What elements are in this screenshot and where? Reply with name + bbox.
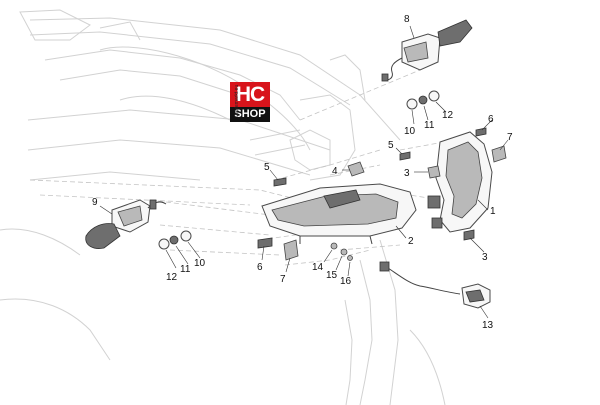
turn-indicator-left xyxy=(85,199,167,249)
callout-3-lower: 3 xyxy=(482,252,488,263)
callout-1: 1 xyxy=(490,206,496,217)
logo-side-text: Cablemarkt.eu xyxy=(234,84,240,118)
callout-5-right: 5 xyxy=(388,140,394,151)
callout-6-left: 6 xyxy=(257,262,263,273)
leader-lines xyxy=(99,25,509,319)
callout-2: 2 xyxy=(408,236,414,247)
callout-15: 15 xyxy=(326,270,338,281)
taillight-holder xyxy=(427,131,493,233)
callout-12-lower: 12 xyxy=(166,272,178,283)
callout-10-upper: 10 xyxy=(404,126,416,137)
assembly-dashed-lines xyxy=(29,69,471,266)
callout-13: 13 xyxy=(482,320,494,331)
callout-14: 14 xyxy=(312,262,324,273)
callout-3-upper: 3 xyxy=(404,168,410,179)
callout-7-right: 7 xyxy=(507,132,513,143)
callout-labels: 8 9 2 1 3 3 4 5 5 6 7 6 7 10 11 12 12 11… xyxy=(92,14,513,331)
callout-11-upper: 11 xyxy=(424,120,435,131)
callout-12-upper: 12 xyxy=(442,110,454,121)
callout-10-lower: 10 xyxy=(194,258,206,269)
taillight-lens xyxy=(261,183,417,245)
turn-indicator-upper xyxy=(381,19,473,82)
callout-4: 4 xyxy=(332,166,338,177)
callout-16: 16 xyxy=(340,276,352,287)
callout-7-left: 7 xyxy=(280,274,286,285)
callout-5-center: 5 xyxy=(264,162,270,173)
callout-9: 9 xyxy=(92,197,98,208)
callout-8: 8 xyxy=(404,14,410,25)
small-hardware xyxy=(158,90,507,261)
hc-shop-logo: HC SHOP Cablemarkt.eu xyxy=(230,82,270,122)
callout-6-right: 6 xyxy=(488,114,494,125)
logo-hc-text: HC xyxy=(230,82,270,107)
callout-11-lower: 11 xyxy=(180,264,191,275)
licence-plate-light xyxy=(379,261,491,309)
logo-shop-text: SHOP xyxy=(230,107,270,122)
